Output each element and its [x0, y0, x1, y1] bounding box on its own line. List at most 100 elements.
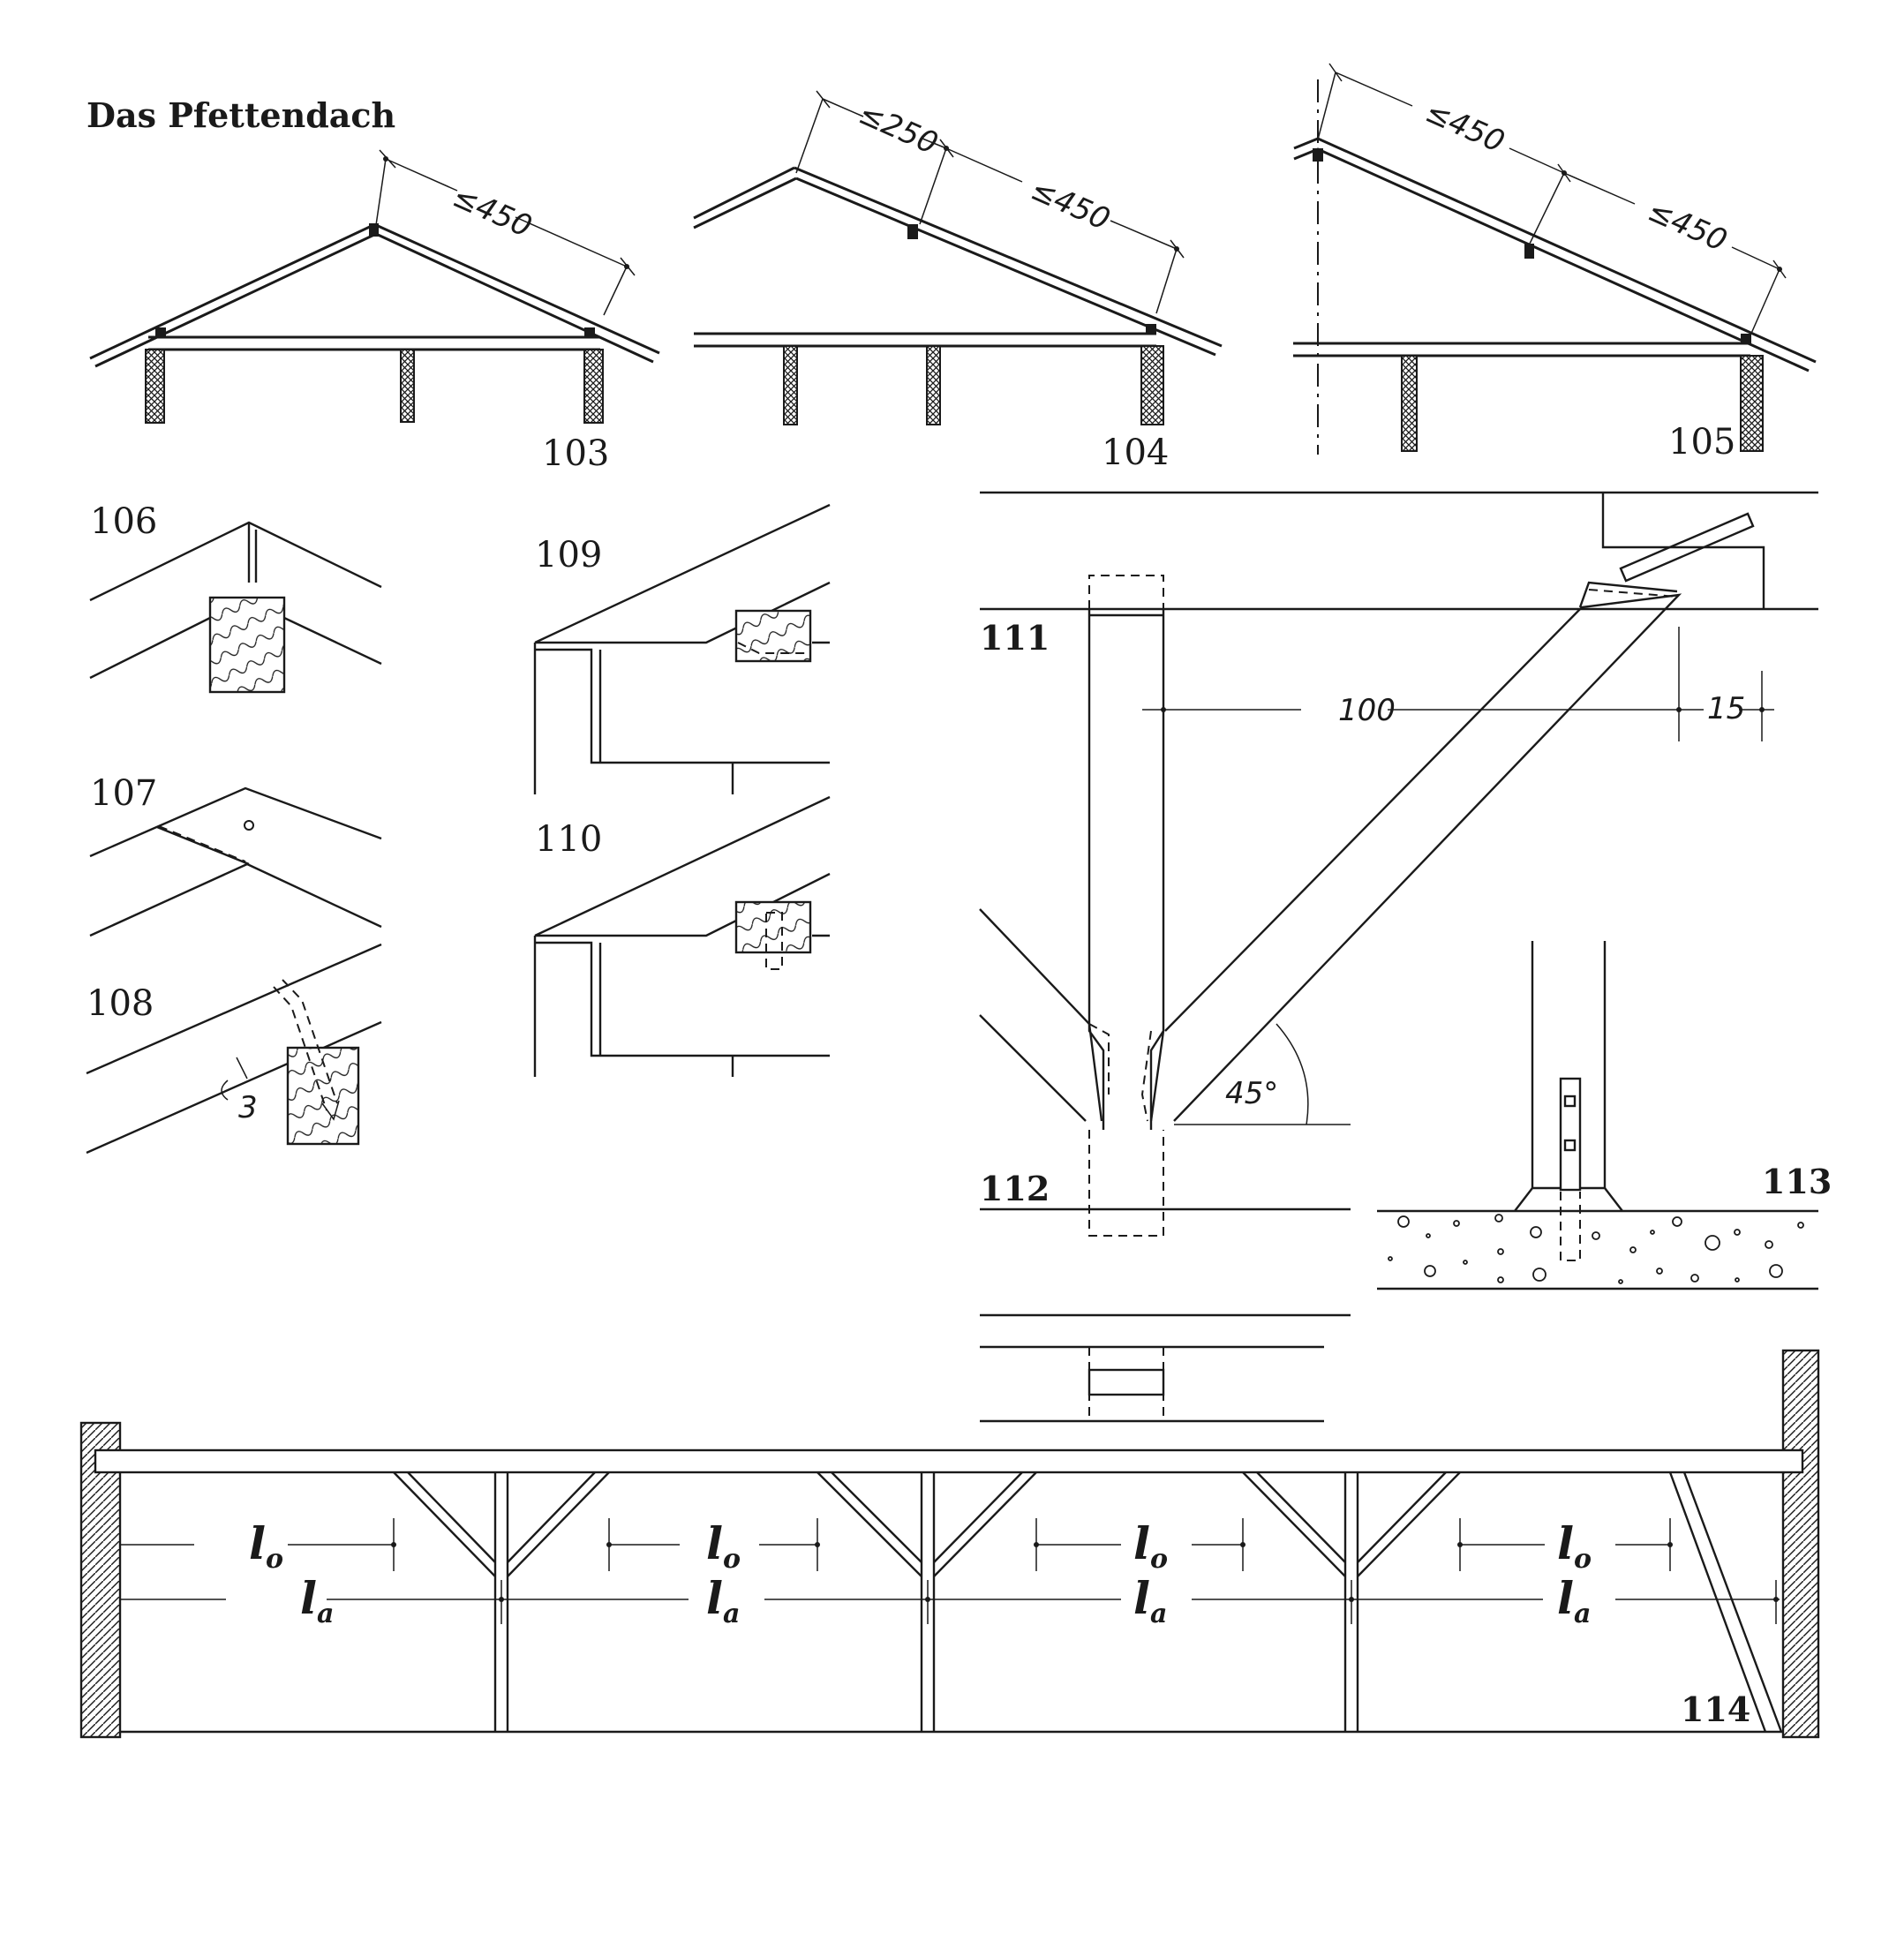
eaves-purlin [1146, 324, 1156, 334]
post-middle [400, 349, 415, 423]
left-brace-hidden [1088, 1023, 1110, 1095]
middle-purlin [907, 224, 918, 239]
angle-label: 45° [1225, 1076, 1278, 1111]
rafter-right [375, 223, 660, 364]
wall-right [1140, 345, 1164, 425]
brace [1149, 581, 1682, 1122]
rafter [534, 795, 831, 937]
rafter [534, 503, 831, 644]
figure-number: 109 [535, 535, 602, 576]
nail-tip [321, 1100, 340, 1121]
page-title: Das Pfettendach [87, 95, 395, 135]
post-tenon-bottom [1088, 1130, 1164, 1237]
figure-105: ≤450 ≤450 105 [1293, 63, 1817, 463]
dimension-label: ≤450 [448, 179, 538, 245]
purlin-section [734, 900, 812, 954]
section-block [1087, 1368, 1165, 1396]
tie-beam [148, 335, 600, 351]
dimension-label-long: ≤450 [1026, 172, 1116, 238]
section-lines [980, 1313, 1351, 1423]
dimension-line [1317, 63, 1787, 336]
dimension-label: 3 [238, 1090, 258, 1125]
anchor-hidden [1560, 1192, 1581, 1261]
posts [493, 1472, 1359, 1732]
concrete-texture [1388, 1214, 1804, 1284]
figure-number: 106 [90, 501, 157, 542]
svg-text:la: la [1133, 1572, 1167, 1629]
post-2 [926, 345, 941, 425]
wall-left [79, 1421, 122, 1739]
beam-end [1601, 493, 1765, 609]
figure-106: 106 [89, 501, 382, 694]
rafter-lines [89, 786, 382, 937]
figure-number: 114 [1681, 1689, 1750, 1729]
hidden-bolt [765, 912, 783, 970]
figure-number: 107 [90, 773, 157, 814]
svg-text:la: la [706, 1572, 740, 1629]
figure-number: 110 [535, 819, 602, 860]
post [1087, 609, 1165, 1130]
post-tenon-top [1088, 575, 1164, 609]
foundation [1377, 1209, 1818, 1290]
notch-dimension [221, 1057, 248, 1101]
svg-text:la: la [300, 1572, 334, 1629]
figure-113: 113 [1377, 941, 1832, 1290]
eaves-purlin-right [584, 327, 595, 337]
figure-number-112: 112 [980, 1169, 1050, 1208]
ridge-purlin-section [208, 596, 286, 694]
svg-text:lo: lo [1133, 1517, 1168, 1575]
left-brace [979, 908, 1103, 1122]
middle-purlin [1524, 244, 1534, 259]
figure-104: ≤250 ≤450 104 [693, 90, 1223, 473]
dimension-label-upper: ≤450 [1420, 94, 1510, 161]
hidden-joint [158, 825, 246, 862]
wall-frame [533, 641, 830, 794]
figure-114: lo la lo la lo la lo la 114 [79, 1349, 1820, 1739]
nail-dashed [273, 979, 338, 1111]
figure-107: 107 [89, 773, 382, 937]
purlin-beam [94, 1448, 1804, 1474]
rafter-left [693, 166, 797, 229]
figure-110: 110 [533, 795, 831, 1077]
wall-right [583, 349, 604, 424]
figure-111-112: 100 15 45° 111 112 [979, 491, 1818, 1423]
dimension-line [375, 149, 636, 316]
ridge-purlin [369, 223, 379, 237]
svg-text:lo: lo [1557, 1517, 1592, 1575]
figure-108: 3 108 [86, 943, 382, 1155]
span-labels: lo la lo la lo la lo la [249, 1517, 1592, 1629]
figure-number: 113 [1762, 1162, 1832, 1201]
figure-number: 103 [542, 433, 609, 474]
post [1531, 941, 1607, 1188]
wall-right [1740, 355, 1764, 452]
tie-beam [694, 332, 1156, 348]
tie-beam [1293, 342, 1750, 357]
wall-frame [533, 934, 830, 1077]
rafter-lines [89, 521, 382, 680]
wall-right [1781, 1349, 1820, 1739]
dimension-label-short: ≤250 [854, 96, 944, 162]
rafter-left [89, 223, 377, 368]
eaves-purlin [1741, 334, 1751, 343]
figure-number: 108 [87, 983, 154, 1024]
rafter-main [794, 166, 1223, 357]
rafter-lines [86, 943, 382, 1155]
dimension-line-100 [1142, 627, 1680, 741]
wall-left [145, 349, 165, 424]
dimension-label-100: 100 [1338, 693, 1396, 728]
hidden-notch [737, 642, 809, 654]
dimension-line-15 [1679, 671, 1774, 741]
beam-top [980, 491, 1818, 611]
ridge-purlin [1313, 148, 1323, 162]
rafter [1293, 137, 1817, 372]
dowel-hole [244, 820, 254, 831]
post-base [1514, 1186, 1623, 1212]
figure-109: 109 [533, 503, 831, 794]
rafter-stub [1619, 512, 1755, 583]
brace-hidden [1140, 589, 1678, 1122]
dimension-label-lower: ≤450 [1643, 193, 1733, 260]
post-1 [783, 345, 798, 425]
figure-number: 104 [1102, 433, 1169, 473]
eaves-purlin-left [155, 327, 166, 337]
